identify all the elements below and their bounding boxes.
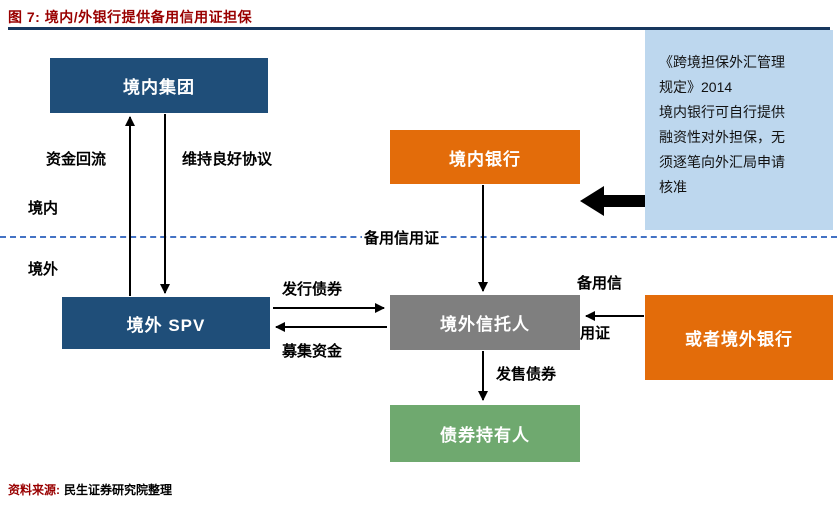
source-line: 资料来源: 民生证券研究院整理 xyxy=(8,481,172,498)
label-overseas-region: 境外 xyxy=(28,261,59,278)
node-overseas-trustee: 境外信托人 xyxy=(390,295,580,350)
label-domestic-region: 境内 xyxy=(28,200,59,217)
label-issue-bonds: 发行债券 xyxy=(282,281,343,298)
label-standby-lc-line1: 备用信 xyxy=(577,275,623,292)
label-sell-bonds: 发售债券 xyxy=(496,366,557,383)
node-domestic-bank: 境内银行 xyxy=(390,130,580,184)
source-text: 民生证券研究院整理 xyxy=(64,483,173,497)
source-label: 资料来源: xyxy=(8,483,60,497)
label-maintain-agreement: 维持良好协议 xyxy=(182,151,273,168)
figure-title: 图 7: 境内/外银行提供备用信用证担保 xyxy=(8,9,253,25)
thick-arrow-note-to-domestic-bank xyxy=(580,186,645,216)
node-overseas-spv: 境外 SPV xyxy=(62,297,270,349)
node-bond-holders: 债券持有人 xyxy=(390,405,580,462)
regulation-note: 《跨境担保外汇管理 规定》2014 境内银行可自行提供 融资性对外担保，无 须逐… xyxy=(645,30,833,230)
node-domestic-group: 境内集团 xyxy=(50,58,268,113)
label-funds-return: 资金回流 xyxy=(46,151,107,168)
label-raise-funds: 募集资金 xyxy=(282,343,343,360)
label-standby-lc-line2: 用证 xyxy=(580,325,611,342)
node-overseas-bank-alt: 或者境外银行 xyxy=(645,295,833,380)
label-standby-letter-of-credit: 备用信用证 xyxy=(362,227,442,248)
title-rule xyxy=(8,27,830,30)
